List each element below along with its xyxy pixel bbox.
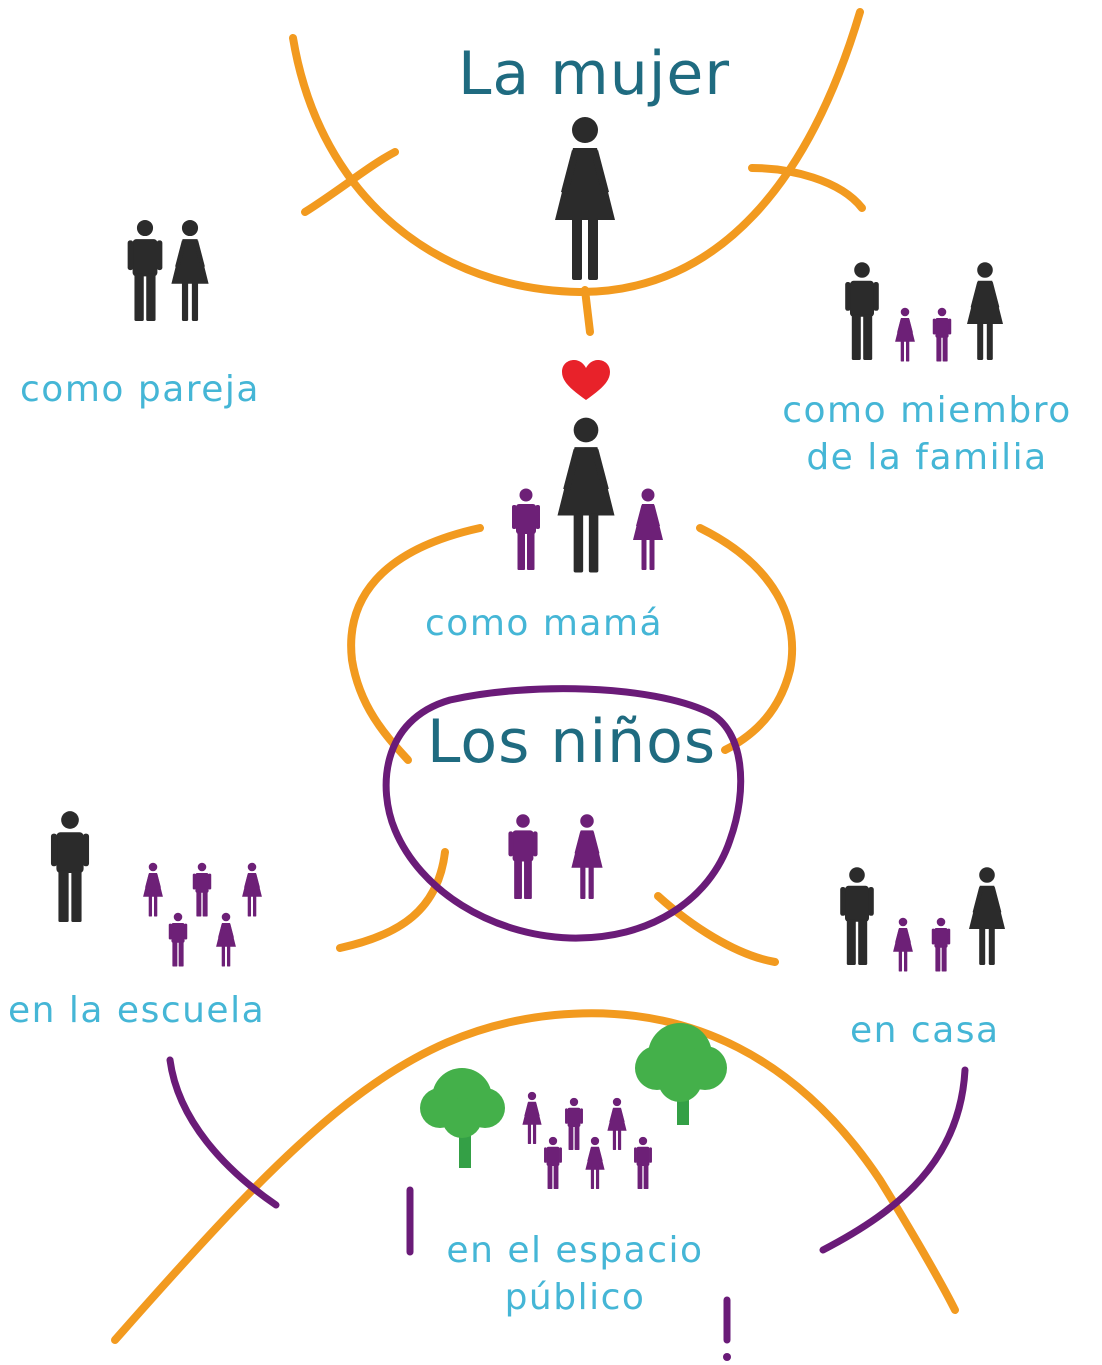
school-tail — [166, 1056, 280, 1209]
top-arc-center-tick — [581, 286, 594, 336]
school-group — [50, 811, 262, 967]
bottom-arc — [111, 1009, 959, 1344]
child-girl-icon — [895, 307, 915, 362]
home-tail — [819, 1066, 969, 1254]
label-family-line1: como miembro — [782, 390, 1072, 431]
child-girl-icon — [571, 814, 603, 899]
children-left-leg — [336, 848, 449, 952]
child-girl-icon — [522, 1091, 542, 1144]
child-boy-icon — [634, 1136, 652, 1189]
public-group — [420, 1023, 727, 1189]
man-icon — [50, 811, 90, 922]
mother-right-loop — [696, 524, 797, 754]
top-arc-left-cross — [301, 148, 399, 216]
child-girl-icon — [216, 912, 236, 967]
label-public-line1: en el espacio — [446, 1230, 704, 1271]
label-como-miembro: como miembro de la familia — [757, 388, 1097, 482]
children-pair — [508, 814, 603, 899]
label-como-mama: como mamá — [425, 603, 664, 644]
child-girl-icon — [633, 488, 663, 570]
woman-icon — [171, 219, 209, 321]
label-espacio-publico: en el espacio público — [420, 1228, 730, 1322]
heart-icon — [562, 360, 610, 400]
woman-icon — [557, 417, 615, 573]
child-girl-icon — [607, 1097, 627, 1150]
child-girl-icon — [143, 862, 163, 917]
couple-group — [127, 219, 209, 321]
child-boy-icon — [168, 912, 188, 967]
children-right-leg — [654, 892, 779, 966]
woman-icon — [555, 117, 615, 280]
family-group-top — [845, 262, 1003, 362]
woman-icon — [967, 262, 1003, 360]
child-boy-icon — [544, 1136, 562, 1189]
home-group — [840, 867, 1005, 972]
child-boy-icon — [932, 307, 952, 362]
tree-icon — [635, 1023, 727, 1125]
purple-curves — [166, 685, 969, 1344]
label-en-la-escuela: en la escuela — [8, 990, 266, 1031]
tree-icon — [420, 1068, 505, 1168]
child-boy-icon — [508, 814, 538, 899]
man-icon — [127, 219, 163, 321]
label-public-line2: público — [504, 1276, 646, 1318]
child-boy-icon — [192, 862, 212, 917]
orange-curves — [111, 8, 959, 1344]
child-boy-icon — [565, 1097, 583, 1150]
child-boy-icon — [512, 488, 540, 570]
child-girl-icon — [585, 1136, 605, 1189]
children-circle — [382, 685, 745, 942]
label-como-pareja: como pareja — [20, 369, 260, 410]
child-girl-icon — [242, 862, 262, 917]
child-girl-icon — [893, 917, 913, 972]
public-excl-dot — [723, 1353, 731, 1361]
title-los-ninos: Los niños — [427, 707, 717, 777]
title-la-mujer: La mujer — [458, 39, 730, 109]
label-family-line2: de la familia — [806, 436, 1048, 478]
label-en-casa: en casa — [850, 1010, 1000, 1051]
man-icon — [845, 262, 879, 360]
mother-group — [512, 360, 663, 573]
man-icon — [840, 867, 874, 965]
woman-icon — [969, 867, 1005, 965]
mother-left-loop — [347, 524, 484, 764]
child-boy-icon — [931, 917, 951, 972]
top-arc — [289, 8, 864, 297]
top-arc-right-cross — [748, 164, 866, 212]
